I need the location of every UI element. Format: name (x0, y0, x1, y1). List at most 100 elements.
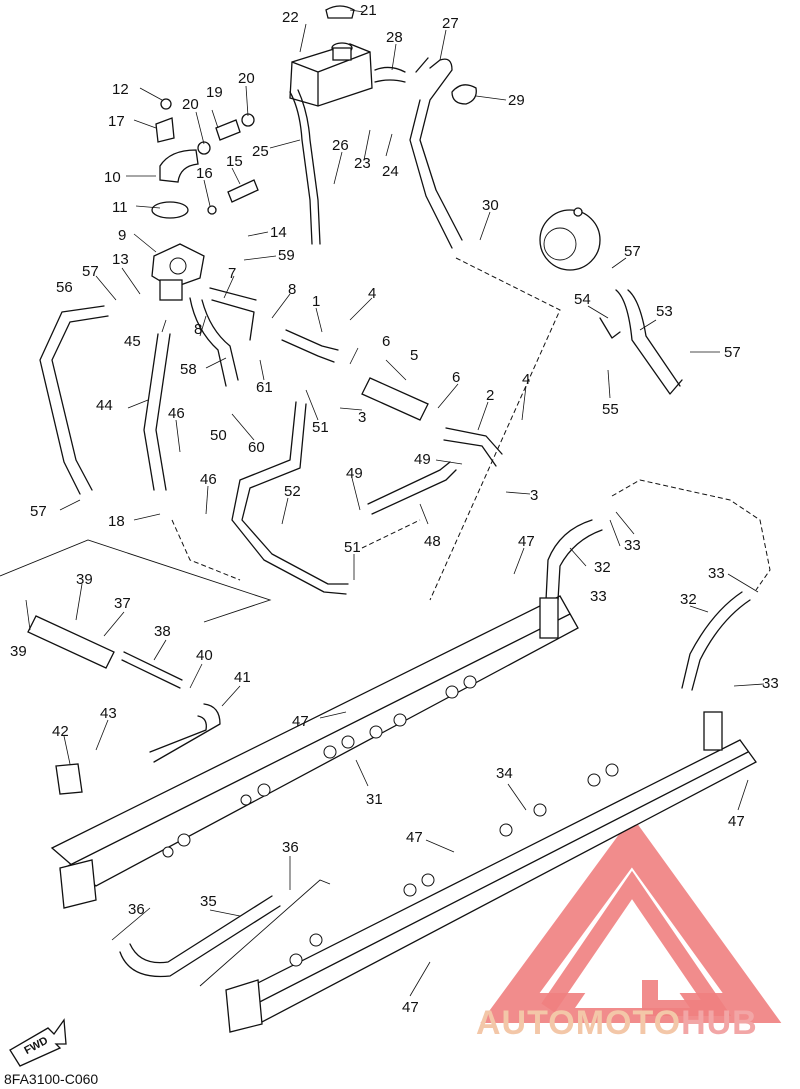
label-16: 16 (196, 165, 213, 182)
label-31: 31 (366, 791, 383, 808)
label-42: 42 (52, 723, 69, 740)
coolant-reservoir (289, 42, 373, 107)
label-27: 27 (442, 15, 459, 32)
label-49b: 49 (346, 465, 363, 482)
label-24: 24 (382, 163, 399, 180)
clamp-29 (451, 84, 477, 105)
hose-27 (409, 57, 463, 249)
label-10: 10 (104, 169, 121, 186)
label-29: 29 (508, 92, 525, 109)
fitting-15 (227, 179, 259, 203)
label-12: 12 (112, 81, 129, 98)
hose-32-lower (681, 591, 751, 691)
label-37: 37 (114, 595, 131, 612)
label-28: 28 (386, 29, 403, 46)
label-30: 30 (482, 197, 499, 214)
heat-exchanger-rail-31 (50, 595, 579, 909)
label-18: 18 (108, 513, 125, 530)
label-56: 56 (56, 279, 73, 296)
hose-41 (149, 703, 221, 763)
label-45: 45 (124, 333, 141, 350)
label-61: 61 (256, 379, 273, 396)
label-21: 21 (360, 2, 377, 19)
watermark-logo (480, 816, 782, 1023)
fitting-42 (55, 763, 83, 795)
label-19: 19 (206, 84, 223, 101)
thermostat-housing (151, 149, 205, 301)
label-36b: 36 (128, 901, 145, 918)
label-9: 9 (118, 227, 126, 244)
hose-53 (615, 289, 683, 395)
label-57b: 57 (30, 503, 47, 520)
label-22: 22 (282, 9, 299, 26)
label-25: 25 (252, 143, 269, 160)
label-54: 54 (574, 291, 591, 308)
label-53: 53 (656, 303, 673, 320)
hose-37 (27, 615, 115, 669)
label-33c: 33 (590, 588, 607, 605)
label-33a: 33 (624, 537, 641, 554)
label-47c: 47 (728, 813, 745, 830)
label-46a: 46 (168, 405, 185, 422)
label-47d: 47 (406, 829, 423, 846)
part-number-labels: 22 21 27 28 29 12 17 20 19 20 25 26 23 2… (10, 2, 779, 1016)
label-38: 38 (154, 623, 171, 640)
hose-56 (39, 305, 109, 495)
label-26: 26 (332, 137, 349, 154)
label-33d: 33 (762, 675, 779, 692)
label-4a: 4 (368, 285, 376, 302)
label-8a: 8 (288, 281, 296, 298)
label-47a: 47 (518, 533, 535, 550)
label-57c: 57 (624, 243, 641, 260)
watermark-text-part2: HUB (681, 1004, 758, 1042)
label-32b: 32 (680, 591, 697, 608)
label-1: 1 (312, 293, 320, 310)
label-2: 2 (486, 387, 494, 404)
hose-44 (143, 333, 171, 491)
label-51a: 51 (312, 419, 329, 436)
label-36a: 36 (282, 839, 299, 856)
label-57a: 57 (82, 263, 99, 280)
heat-exchanger-rail-34 (225, 739, 757, 1033)
hose-50 (231, 401, 349, 595)
label-23: 23 (354, 155, 371, 172)
label-40: 40 (196, 647, 213, 664)
label-39b: 39 (10, 643, 27, 660)
label-43: 43 (100, 705, 117, 722)
fitting-19 (215, 119, 241, 141)
label-3b: 3 (530, 487, 538, 504)
label-17: 17 (108, 113, 125, 130)
label-6b: 6 (452, 369, 460, 386)
label-4b: 4 (522, 371, 530, 388)
label-41: 41 (234, 669, 251, 686)
hose-25 (289, 89, 321, 245)
label-59: 59 (278, 247, 295, 264)
watermark-text: AUTOMOTOHUB (476, 1004, 758, 1043)
label-6a: 6 (382, 333, 390, 350)
label-14: 14 (270, 224, 287, 241)
hose-5 (361, 377, 429, 421)
label-52: 52 (284, 483, 301, 500)
watermark-text-part1: AUTOMOTO (476, 1004, 682, 1042)
label-11: 11 (112, 199, 128, 216)
label-34: 34 (496, 765, 513, 782)
fwd-arrow-icon (9, 1018, 67, 1067)
spring-38 (121, 651, 183, 689)
label-47e: 47 (402, 999, 419, 1016)
label-20b: 20 (238, 70, 255, 87)
label-20a: 20 (182, 96, 199, 113)
label-51b: 51 (344, 539, 361, 556)
label-44: 44 (96, 397, 113, 414)
hose-1 (281, 329, 339, 363)
hose-2 (443, 427, 503, 467)
label-5: 5 (410, 347, 418, 364)
label-8b: 8 (194, 321, 202, 338)
label-57d: 57 (724, 344, 741, 361)
label-46b: 46 (200, 471, 217, 488)
connector-33-b (703, 711, 723, 751)
water-pump-cover (539, 207, 601, 271)
label-55: 55 (602, 401, 619, 418)
label-60: 60 (248, 439, 265, 456)
leader-lines (25, 9, 765, 997)
